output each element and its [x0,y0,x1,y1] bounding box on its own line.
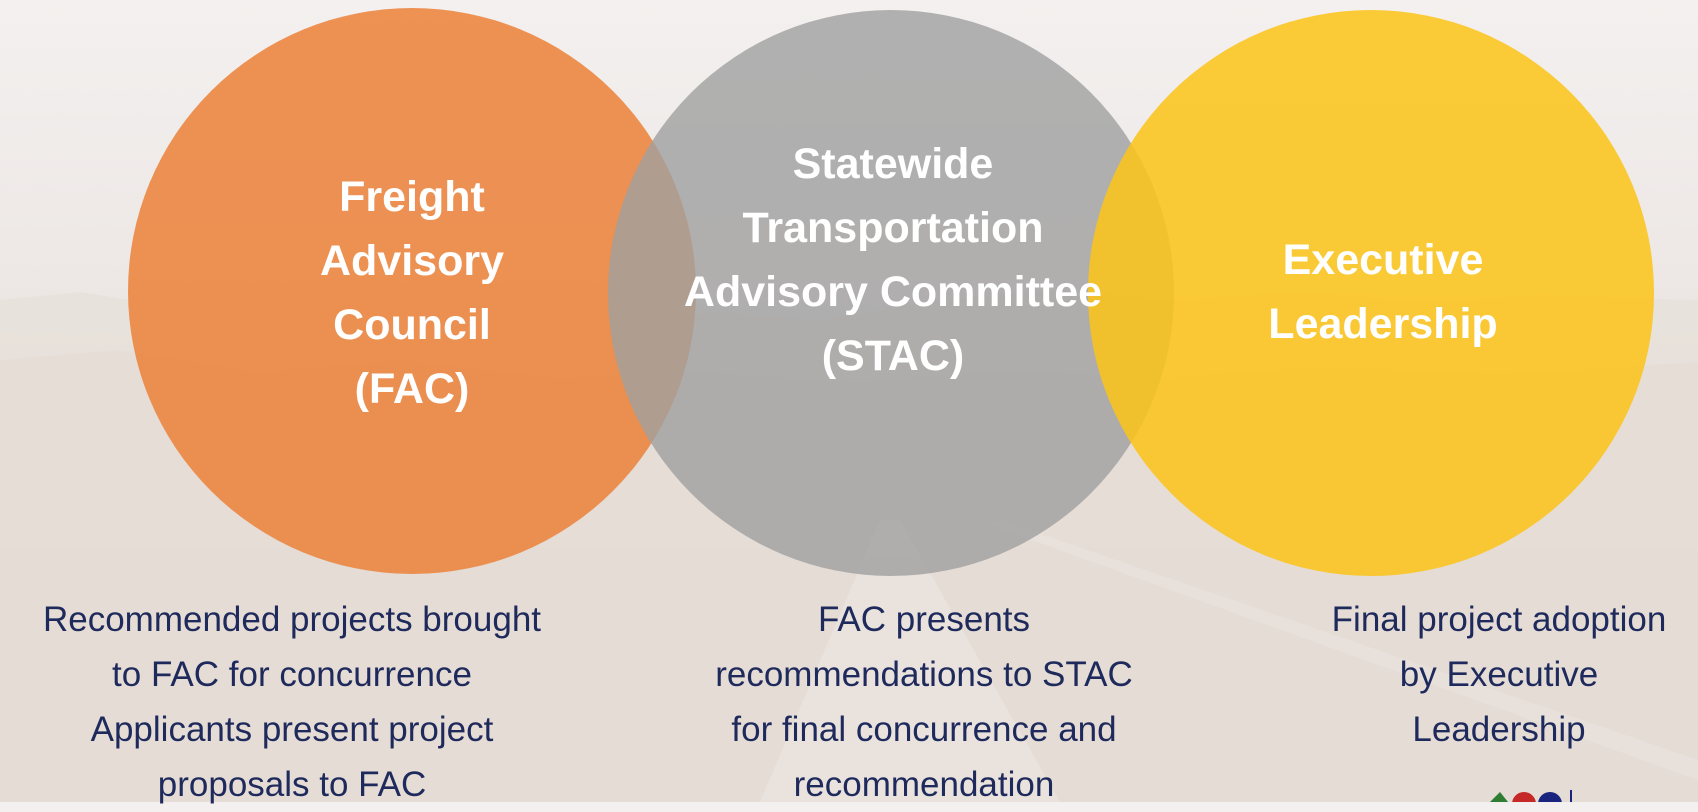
logo-mountain-icon [1490,792,1508,802]
fac-circle-label: Freight Advisory Council (FAC) [319,173,504,413]
logo-red-circle-icon [1512,792,1536,802]
executive-leadership-circle [1088,10,1654,576]
stac-description: FAC presents recommendations to STAC for… [715,600,1133,804]
logo-blue-circle-icon [1538,792,1562,802]
fac-description: Recommended projects brought to FAC for … [42,600,542,804]
executive-leadership-circle-label: Executive Leadership [1268,236,1498,348]
executive-leadership-description: Final project adoption by Executive Lead… [1331,600,1667,749]
stac-circle-label: Statewide Transportation Advisory Commit… [683,140,1103,380]
stac-circle [608,10,1174,576]
organization-logo [1490,790,1572,802]
logo-divider [1570,790,1572,802]
fac-circle [128,8,696,574]
